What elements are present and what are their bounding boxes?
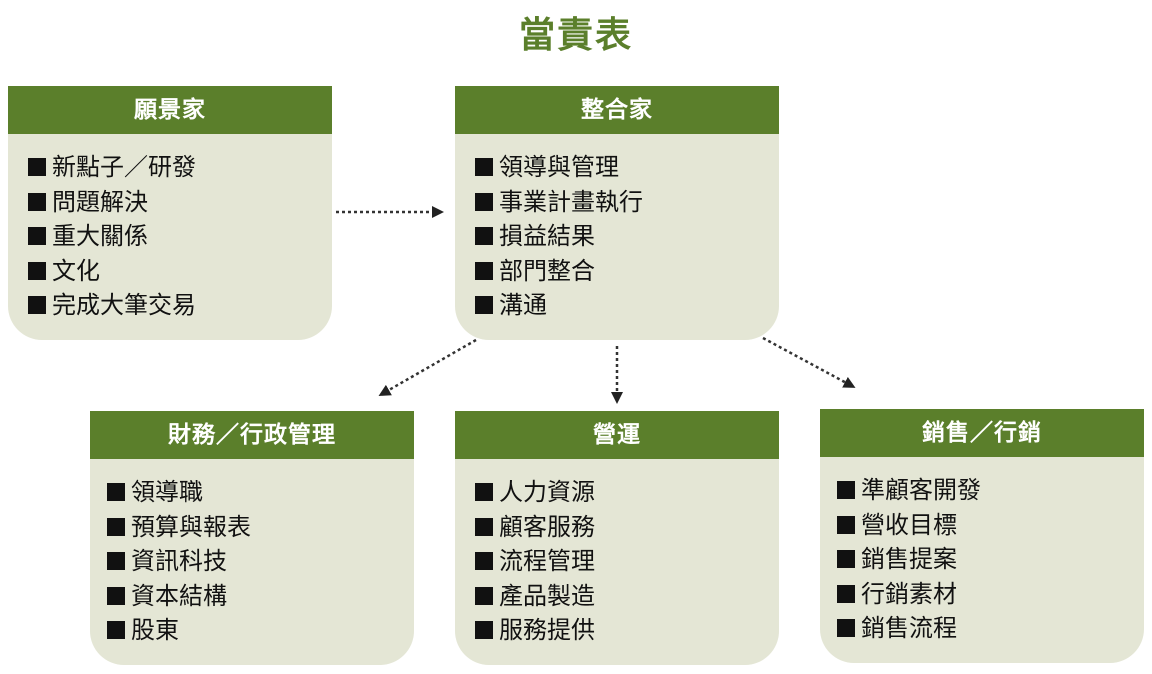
list-item: 領導職 (107, 475, 414, 510)
arrow-integrator-to-sales (762, 336, 856, 388)
list-item-text: 銷售流程 (861, 614, 957, 642)
list-item: 股東 (107, 613, 414, 648)
card-sales-marketing: 銷售／行銷 準顧客開發 營收目標 銷售提案 行銷素材 銷售流程 (820, 409, 1144, 663)
card-finance-admin-list: 領導職 預算與報表 資訊科技 資本結構 股東 (90, 459, 414, 648)
black-square-icon (475, 192, 493, 211)
list-item: 文化 (28, 254, 332, 289)
list-item-text: 文化 (52, 256, 100, 285)
list-item: 問題解決 (28, 185, 332, 220)
list-item: 銷售流程 (837, 611, 1144, 646)
list-item-text: 領導與管理 (499, 153, 619, 181)
list-item: 資訊科技 (107, 544, 414, 579)
black-square-icon (28, 192, 46, 211)
black-square-icon (475, 483, 493, 502)
list-item-text: 銷售提案 (861, 545, 957, 573)
card-operations-title: 營運 (455, 411, 779, 459)
list-item-text: 營收目標 (861, 510, 957, 539)
list-item-text: 溝通 (499, 291, 547, 319)
list-item-text: 顧客服務 (499, 512, 595, 541)
list-item: 銷售提案 (837, 542, 1144, 577)
list-item: 人力資源 (475, 475, 779, 510)
card-finance-admin-title: 財務／行政管理 (90, 411, 414, 459)
list-item: 預算與報表 (107, 510, 414, 545)
list-item-text: 資訊科技 (131, 547, 227, 575)
list-item-text: 資本結構 (131, 581, 227, 610)
black-square-icon (475, 517, 493, 536)
list-item-text: 流程管理 (499, 547, 595, 575)
black-square-icon (475, 552, 493, 571)
black-square-icon (28, 296, 46, 315)
list-item-text: 產品製造 (499, 581, 595, 610)
black-square-icon (28, 158, 46, 177)
list-item: 重大關係 (28, 219, 332, 254)
list-item: 營收目標 (837, 508, 1144, 543)
card-operations-list: 人力資源 顧客服務 流程管理 產品製造 服務提供 (455, 459, 779, 648)
black-square-icon (475, 261, 493, 280)
list-item: 準顧客開發 (837, 473, 1144, 508)
list-item-text: 問題解決 (52, 187, 148, 216)
card-operations: 營運 人力資源 顧客服務 流程管理 產品製造 服務提供 (455, 411, 779, 665)
black-square-icon (475, 227, 493, 246)
black-square-icon (28, 261, 46, 280)
list-item-text: 股東 (131, 616, 179, 644)
list-item: 行銷素材 (837, 577, 1144, 612)
list-item: 產品製造 (475, 579, 779, 614)
black-square-icon (107, 517, 125, 536)
list-item-text: 行銷素材 (861, 579, 957, 608)
black-square-icon (107, 483, 125, 502)
list-item: 溝通 (475, 288, 779, 323)
list-item: 完成大筆交易 (28, 288, 332, 323)
list-item-text: 人力資源 (499, 478, 595, 506)
list-item: 服務提供 (475, 613, 779, 648)
list-item-text: 損益結果 (499, 222, 595, 250)
card-integrator: 整合家 領導與管理 事業計畫執行 損益結果 部門整合 溝通 (455, 86, 779, 340)
card-visionary-list: 新點子／研發 問題解決 重大關係 文化 完成大筆交易 (8, 134, 332, 323)
card-visionary: 願景家 新點子／研發 問題解決 重大關係 文化 完成大筆交易 (8, 86, 332, 340)
list-item-text: 準顧客開發 (861, 476, 981, 504)
list-item: 領導與管理 (475, 150, 779, 185)
black-square-icon (475, 586, 493, 605)
list-item-text: 部門整合 (499, 256, 595, 285)
card-visionary-title: 願景家 (8, 86, 332, 134)
list-item: 顧客服務 (475, 510, 779, 545)
list-item-text: 新點子／研發 (52, 153, 196, 181)
list-item: 流程管理 (475, 544, 779, 579)
black-square-icon (837, 550, 855, 569)
chart-title: 當責表 (518, 15, 633, 56)
black-square-icon (475, 158, 493, 177)
black-square-icon (837, 481, 855, 500)
list-item-text: 事業計畫執行 (499, 187, 643, 216)
list-item-text: 領導職 (131, 478, 203, 506)
list-item: 新點子／研發 (28, 150, 332, 185)
card-integrator-list: 領導與管理 事業計畫執行 損益結果 部門整合 溝通 (455, 134, 779, 323)
arrow-integrator-to-finance (378, 338, 477, 396)
card-sales-marketing-list: 準顧客開發 營收目標 銷售提案 行銷素材 銷售流程 (820, 457, 1144, 646)
black-square-icon (837, 619, 855, 638)
black-square-icon (107, 552, 125, 571)
black-square-icon (28, 227, 46, 246)
black-square-icon (107, 621, 125, 640)
list-item: 事業計畫執行 (475, 185, 779, 220)
black-square-icon (107, 586, 125, 605)
black-square-icon (837, 584, 855, 603)
list-item-text: 重大關係 (52, 222, 148, 250)
list-item: 損益結果 (475, 219, 779, 254)
list-item-text: 完成大筆交易 (52, 291, 196, 319)
card-integrator-title: 整合家 (455, 86, 779, 134)
list-item: 部門整合 (475, 254, 779, 289)
card-sales-marketing-title: 銷售／行銷 (820, 409, 1144, 457)
black-square-icon (837, 515, 855, 534)
card-finance-admin: 財務／行政管理 領導職 預算與報表 資訊科技 資本結構 股東 (90, 411, 414, 665)
list-item-text: 預算與報表 (131, 512, 251, 541)
black-square-icon (475, 296, 493, 315)
list-item-text: 服務提供 (499, 616, 595, 644)
list-item: 資本結構 (107, 579, 414, 614)
black-square-icon (475, 621, 493, 640)
